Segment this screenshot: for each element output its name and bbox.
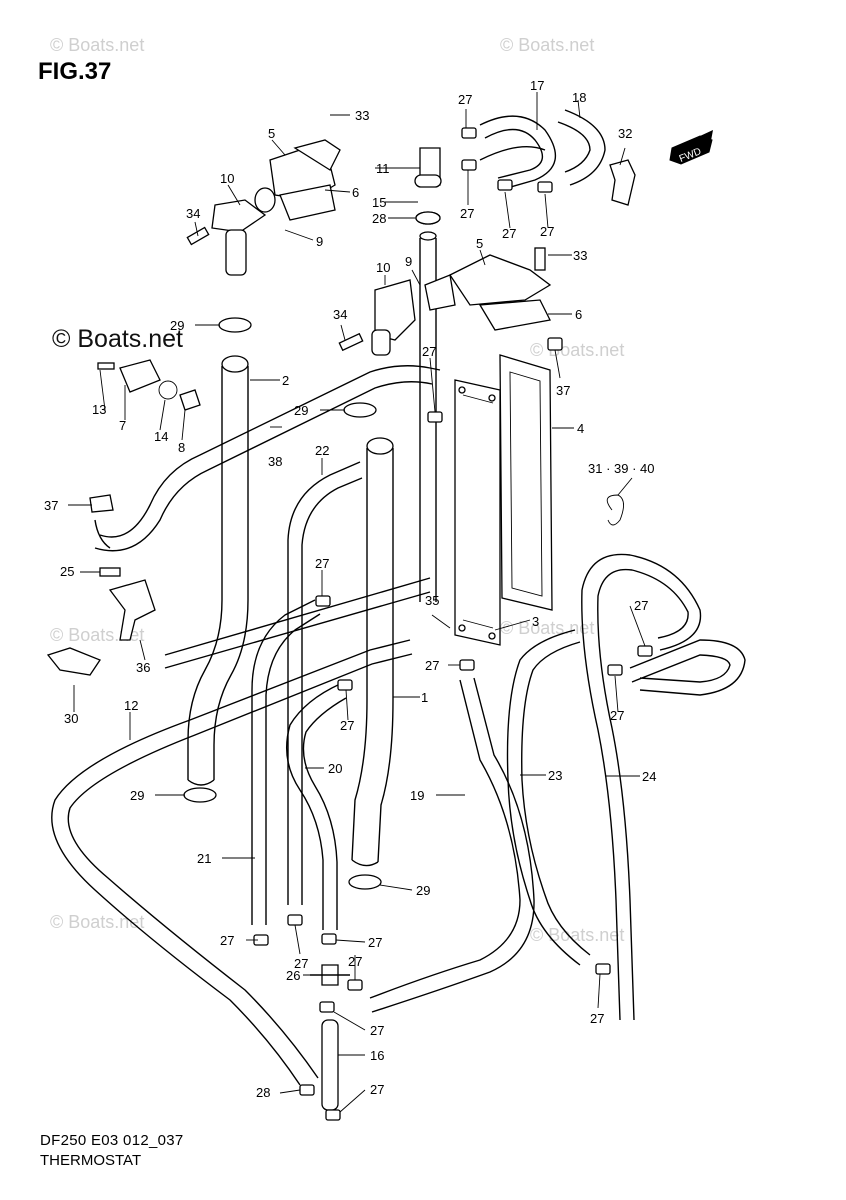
callout-32: 32 [618,126,632,141]
callout-6: 6 [352,185,359,200]
callout-28: 28 [372,211,386,226]
hose-24 [581,553,746,1021]
callout-27-b: 27 [460,206,474,221]
figure-title: FIG.37 [38,58,112,85]
callout-5: 5 [268,126,275,141]
callout-33: 33 [355,108,369,123]
watermark-bottom-left: © Boats.net [50,912,145,932]
hose-19 [369,677,535,1013]
callout-2: 2 [282,373,289,388]
callout-25: 25 [60,564,74,579]
diagram-code: DF250 E03 012_037 [40,1132,184,1149]
hose-16 [321,1019,339,1111]
callout-29d: 29 [416,883,430,898]
hose-17 [479,115,557,191]
callout-27-d: 27 [540,224,554,239]
sender-parts-left [46,359,201,676]
callout-34b: 34 [333,307,347,322]
callout-6b: 6 [575,307,582,322]
callout-19: 19 [410,788,424,803]
callout-15: 15 [372,195,386,210]
hose-1 [351,437,394,867]
callout-34: 34 [186,206,200,221]
callout-33b: 33 [573,248,587,263]
callout-27-e: 27 [422,344,436,359]
callout-7: 7 [119,418,126,433]
callout-8: 8 [178,440,185,455]
hose-12 [51,639,413,1086]
hose-23 [506,629,591,966]
callout-21: 21 [197,851,211,866]
callout-9: 9 [316,234,323,249]
callout-18: 18 [572,90,586,105]
callout-26: 26 [286,968,300,983]
callout-27-g: 27 [634,598,648,613]
callout-20: 20 [328,761,342,776]
callout-31-39-40: 31 · 39 · 40 [588,461,655,476]
watermark-mid-center: © Boats.net [500,618,595,638]
callout-27-m: 27 [368,935,382,950]
callout-14: 14 [154,429,168,444]
callout-27-i: 27 [340,718,354,733]
callout-10b: 10 [376,260,390,275]
callout-10: 10 [220,171,234,186]
clip-parts-right [606,159,636,526]
hose-20 [285,683,347,930]
hose-18 [557,109,606,186]
callout-27-j: 27 [610,708,624,723]
hose-21 [251,599,321,925]
callout-12: 12 [124,698,138,713]
callout-27-c: 27 [502,226,516,241]
callout-24: 24 [642,769,656,784]
exhaust-cover-plate [454,379,501,646]
callout-27-h: 27 [425,658,439,673]
callout-27-n: 27 [348,954,362,969]
thermostat-housing-right [338,147,552,356]
callout-35: 35 [425,593,439,608]
callout-27-f: 27 [315,556,329,571]
callout-36: 36 [136,660,150,675]
leader-lines [68,92,646,1113]
callout-3: 3 [532,614,539,629]
callout-11: 11 [376,161,390,176]
diagram-caption: THERMOSTAT [40,1152,142,1169]
callout-38: 38 [268,454,282,469]
callout-9b: 9 [405,254,412,269]
gasket-plate [499,354,553,611]
callout-29: 29 [170,318,184,333]
callout-27-o: 27 [370,1023,384,1038]
hose-38 [94,365,441,669]
callout-27-k: 27 [220,933,234,948]
callout-27-q: 27 [590,1011,604,1026]
callout-29b: 29 [294,403,308,418]
watermark-top-left: © Boats.net [50,35,145,55]
hose-2 [187,355,249,786]
callout-30: 30 [64,711,78,726]
callout-28b: 28 [256,1085,270,1100]
watermark-large: © Boats.net [52,325,183,353]
watermark-top-right: © Boats.net [500,35,595,55]
fwd-arrow-badge: FWD [669,130,713,165]
callout-27-a: 27 [458,92,472,107]
callout-22: 22 [315,443,329,458]
thermostat-housing-left [186,139,341,276]
watermark-bottom-right: © Boats.net [530,925,625,945]
callout-37: 37 [44,498,58,513]
callout-5b: 5 [476,236,483,251]
callout-17: 17 [530,78,544,93]
callout-37b: 37 [556,383,570,398]
callout-29c: 29 [130,788,144,803]
hose-22 [287,461,363,905]
callout-16: 16 [370,1048,384,1063]
callout-13: 13 [92,402,106,417]
callout-labels: 33 5 10 6 9 34 29 2 38 29 11 15 28 27 17… [44,78,656,1100]
callout-23: 23 [548,768,562,783]
callout-4: 4 [577,421,584,436]
callout-27-l: 27 [294,956,308,971]
callout-27-p: 27 [370,1082,384,1097]
callout-1: 1 [421,690,428,705]
